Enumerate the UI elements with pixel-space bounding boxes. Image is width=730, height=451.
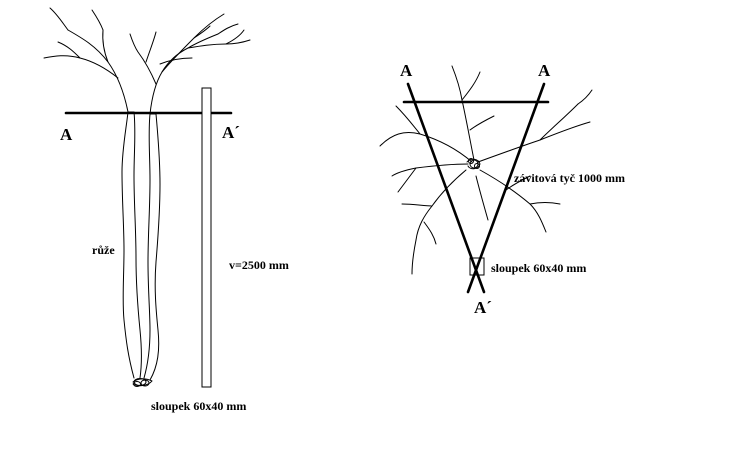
rose-branches-top-view [379, 65, 593, 275]
right-diagram: A A A´ závitová tyč 1000 mm sloupek 60x4… [379, 61, 625, 317]
rod-label: závitová tyč 1000 mm [514, 171, 625, 185]
rose-crown [43, 7, 251, 115]
post-label-right: sloupek 60x40 mm [491, 261, 586, 275]
height-label: v=2500 mm [229, 258, 289, 272]
section-label-end: A´ [222, 123, 240, 142]
arm-line-left [406, 82, 486, 294]
section-label-start: A [60, 125, 73, 144]
left-diagram: A A´ růže v=2500 mm sloupek 60x40 mm [43, 7, 289, 413]
label-top-right: A [538, 61, 551, 80]
arm-line-right [466, 82, 546, 294]
root-knot [132, 378, 153, 387]
rose-stems [121, 111, 161, 381]
label-bottom: A´ [474, 298, 492, 317]
plant-label: růže [92, 243, 115, 257]
knot-top-view [466, 158, 481, 170]
post-square-right [469, 257, 485, 276]
post-label-left: sloupek 60x40 mm [151, 399, 246, 413]
label-top-left: A [400, 61, 413, 80]
post-rect-left [201, 87, 212, 388]
